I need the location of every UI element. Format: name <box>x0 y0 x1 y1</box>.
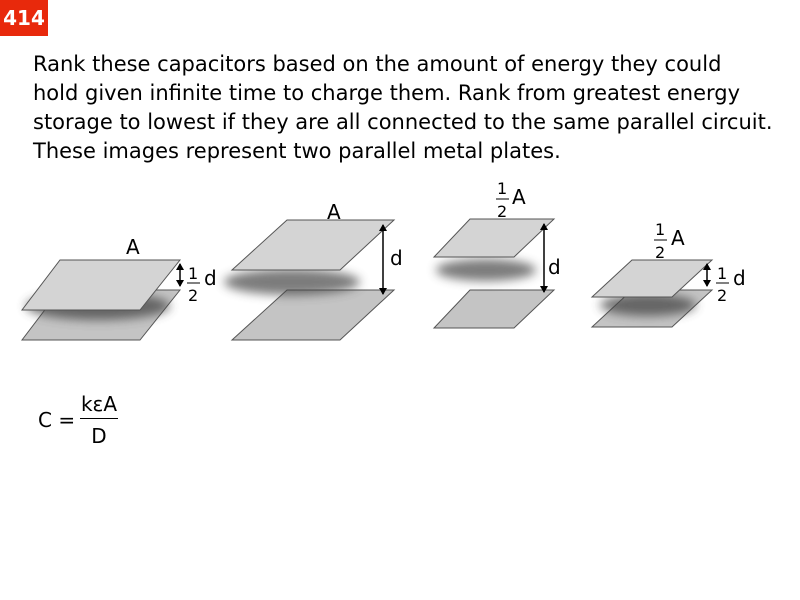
formula-equals: = <box>58 408 76 432</box>
gap-label: d <box>204 266 217 290</box>
capacitor-2: A d <box>224 200 403 341</box>
top-plate <box>432 218 556 258</box>
fraction-denominator: 2 <box>497 202 507 221</box>
plate-shadow <box>224 269 360 295</box>
area-label: A <box>327 200 341 224</box>
bottom-plate <box>432 289 556 329</box>
top-plate <box>590 259 714 298</box>
gap-label: d <box>390 246 403 270</box>
capacitor-1: A 1 2 d <box>20 235 217 341</box>
top-plate <box>20 259 182 311</box>
formula-lhs-group: C = <box>38 408 75 432</box>
fraction-numerator: 1 <box>655 220 665 239</box>
slide-number-badge: 414 <box>0 0 48 36</box>
capacitor-4: 1 2 A 1 2 d <box>590 220 746 328</box>
plate-shadow <box>436 259 536 281</box>
formula-fraction: kεA D <box>80 390 118 449</box>
fraction-numerator: 1 <box>717 264 727 283</box>
area-label: A <box>671 226 685 250</box>
formula-denominator: D <box>91 424 107 448</box>
formula-fraction-bar <box>80 418 118 419</box>
fraction-numerator: 1 <box>497 179 507 198</box>
fraction-denominator: 2 <box>717 286 727 305</box>
capacitor-3: 1 2 A d <box>432 179 561 329</box>
fraction-denominator: 2 <box>655 243 665 262</box>
area-label: A <box>512 185 526 209</box>
plate-shadow <box>600 294 696 316</box>
formula-lhs: C <box>38 408 52 432</box>
area-label: A <box>126 235 140 259</box>
top-plate <box>230 219 396 271</box>
question-text: Rank these capacitors based on the amoun… <box>33 52 773 163</box>
fraction-numerator: 1 <box>188 264 198 283</box>
gap-label: d <box>733 266 746 290</box>
formula-numerator: kεA <box>80 392 118 416</box>
bottom-plate <box>230 289 396 341</box>
fraction-denominator: 2 <box>188 286 198 305</box>
gap-label: d <box>548 255 561 279</box>
